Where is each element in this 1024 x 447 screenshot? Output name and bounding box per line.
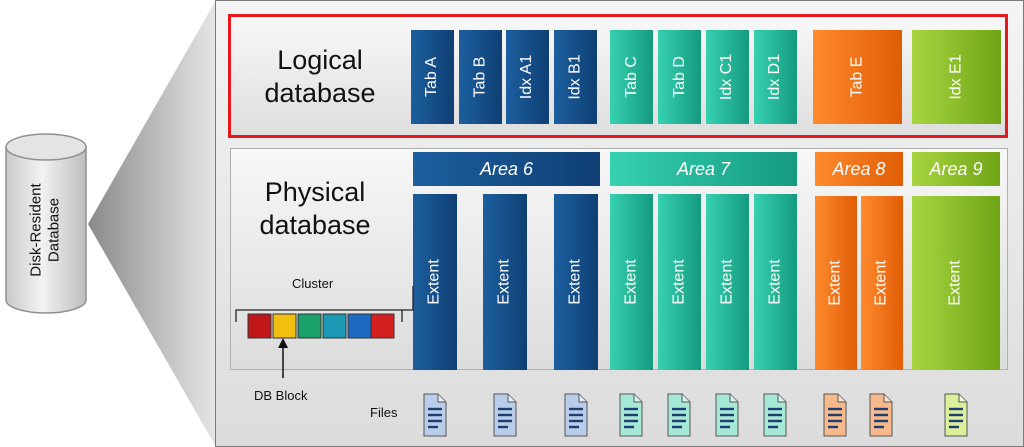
table-tab-c: Tab C [610,30,653,124]
area-8-header: Area 8 [815,152,903,186]
db-block-arrow-head [278,338,288,348]
file-icon-area6-3 [563,392,589,438]
index-idx-c1: Idx C1 [706,30,749,124]
file-icon-area8-1 [822,392,848,438]
cylinder-top [5,133,87,161]
index-idx-e1: Idx E1 [912,30,1001,124]
extent-area7-2: Extent [658,194,701,370]
extent-area6-3: Extent [554,194,598,370]
disk-cylinder-graphic [5,0,216,447]
physical-title-line2: database [259,210,371,240]
file-icon-area7-3 [714,392,740,438]
disk-label-line1: Disk-Resident [28,183,45,277]
disk-label: Disk-Resident Database [0,183,136,276]
logical-database-title: Logical database [245,44,395,110]
extent-area6-2: Extent [483,194,527,370]
logical-title-line2: database [264,78,376,108]
table-tab-a: Tab A [411,30,454,124]
funnel-shape [88,0,216,447]
file-icon-area8-2 [868,392,894,438]
logical-title-line1: Logical [277,45,363,75]
file-icon-area7-1 [618,392,644,438]
index-idx-b1: Idx B1 [554,30,597,124]
cluster-graphic [235,286,414,378]
db-block-label: DB Block [254,388,308,403]
file-icon-area9-1 [943,392,969,438]
extent-area7-1: Extent [610,194,653,370]
file-icon-area7-2 [666,392,692,438]
file-icon-area6-2 [492,392,518,438]
file-icon-area7-4 [762,392,788,438]
files-label: Files [370,405,398,420]
db-block-green [297,313,322,339]
area-6-header: Area 6 [413,152,600,186]
cluster-bracket-line [235,286,414,322]
extent-area8-2: Extent [861,196,903,370]
area-9-header: Area 9 [912,152,1000,186]
index-idx-d1: Idx D1 [754,30,797,124]
cylinder-body [5,146,87,314]
db-block-red-2 [370,313,395,339]
db-block-yellow [272,313,297,339]
cluster-label: Cluster [292,276,334,291]
extent-area8-1: Extent [815,196,857,370]
extent-area7-4: Extent [754,194,797,370]
db-block-teal [322,313,347,339]
table-tab-e: Tab E [813,30,902,124]
index-idx-a1: Idx A1 [506,30,549,124]
physical-title-line1: Physical [264,177,366,207]
file-icons [422,392,969,438]
physical-database-title: Physical database [240,176,390,242]
table-tab-d: Tab D [658,30,701,124]
db-block-red-1 [247,313,272,339]
table-tab-b: Tab B [459,30,502,124]
file-icon-area6-1 [422,392,448,438]
extent-area6-1: Extent [413,194,457,370]
area-7-header: Area 7 [610,152,797,186]
disk-label-line2: Database [46,197,63,263]
db-block-blue [347,313,372,339]
extent-area7-3: Extent [706,194,749,370]
extent-area9-1: Extent [912,196,1000,370]
